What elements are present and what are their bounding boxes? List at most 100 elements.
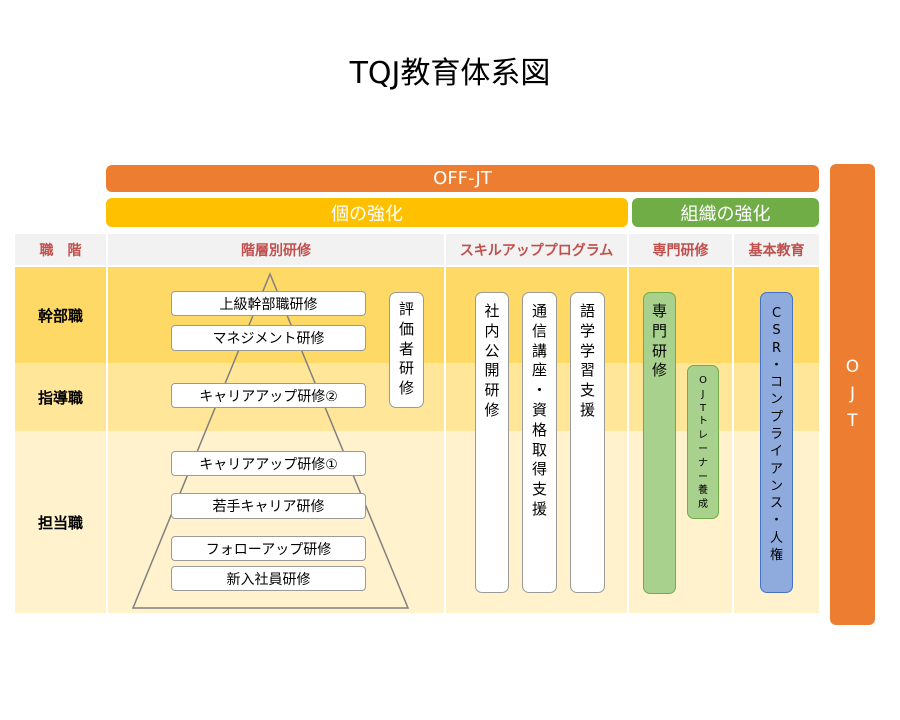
evaluator-char: 者	[398, 339, 414, 358]
training-career-up-1-label: キャリアアップ研修①	[199, 456, 338, 473]
basic-csr-compliance-human-rights-bar: C S R ・ コ ン プ ラ イ ア ン ス ・ 人 権	[760, 292, 793, 593]
ojt-char: J	[849, 383, 855, 404]
language-char: 援	[579, 400, 595, 419]
header-rank-label: 職 階	[39, 242, 82, 259]
header-tiered-training-label: 階層別研修	[241, 242, 311, 259]
correspondence-char: ・	[531, 381, 547, 400]
specialized-char: 研	[651, 341, 667, 360]
header-rank: 職 階	[15, 234, 106, 265]
language-char: 支	[579, 381, 595, 400]
correspondence-char: 援	[531, 499, 547, 518]
page-title: TQJ教育体系図	[349, 56, 551, 91]
ojt-trainer-development-bar: O J T ト レ ー ナ ー 養 成	[687, 365, 719, 519]
compliance-char: コ	[769, 375, 783, 391]
language-char: 学	[579, 341, 595, 360]
training-career-up-2: キャリアアップ研修②	[171, 383, 366, 408]
evaluator-char: 研	[398, 359, 414, 378]
training-young-career-label: 若手キャリア研修	[212, 499, 325, 515]
public-char: 社	[484, 302, 500, 320]
header-basic-education-label: 基本教育	[748, 242, 805, 259]
compliance-char: ・	[769, 357, 783, 373]
column-divider	[732, 267, 734, 613]
correspondence-char: 得	[531, 460, 547, 479]
compliance-char: 権	[769, 547, 783, 563]
training-new-hire: 新入社員研修	[171, 566, 366, 591]
correspondence-char: 資	[531, 400, 547, 419]
correspondence-char: 座	[531, 361, 547, 380]
compliance-char: ・	[769, 513, 783, 529]
correspondence-char: 通	[531, 302, 547, 320]
evaluator-char: 修	[398, 379, 414, 398]
public-char: 研	[484, 381, 500, 400]
public-char: 公	[484, 341, 500, 360]
compliance-char: 人	[769, 530, 783, 546]
training-follow-up: フォローアップ研修	[171, 536, 366, 561]
specialized-training-bar: 専 門 研 修	[643, 292, 676, 594]
compliance-char: R	[771, 340, 782, 356]
ojt-trainer-char: O	[699, 375, 707, 386]
header-specialized-training-label: 専門研修	[652, 242, 709, 259]
organization-strengthening-bar: 組織の強化	[632, 198, 819, 227]
rank-staff: 担当職	[15, 431, 106, 613]
correspondence-char: 支	[531, 480, 547, 499]
correspondence-char: 信	[531, 321, 547, 340]
correspondence-char: 格	[531, 420, 547, 439]
ojt-trainer-char: ト	[698, 416, 708, 428]
ojt-trainer-char: ナ	[698, 457, 708, 469]
compliance-char: S	[772, 323, 781, 339]
off-jt-bar: OFF-JT	[106, 165, 819, 192]
training-evaluator: 評 価 者 研 修	[389, 292, 424, 408]
rank-executive-label: 幹部職	[37, 306, 83, 325]
ojt-trainer-char: ー	[698, 471, 708, 483]
compliance-char: C	[771, 306, 782, 321]
training-management-label: マネジメント研修	[212, 331, 325, 347]
language-char: 語	[579, 302, 595, 320]
rank-leader: 指導職	[15, 363, 106, 431]
column-divider	[444, 267, 446, 613]
training-senior-executive: 上級幹部職研修	[171, 291, 366, 316]
header-skillup-program-label: スキルアッププログラム	[459, 242, 614, 259]
training-young-career: 若手キャリア研修	[171, 493, 366, 519]
specialized-char: 専	[651, 302, 667, 320]
training-career-up-1: キャリアアップ研修①	[171, 451, 366, 476]
header-specialized-training: 専門研修	[629, 234, 732, 265]
ojt-trainer-char: レ	[698, 430, 708, 442]
ojt-trainer-char: 養	[698, 485, 708, 497]
skillup-internal-public-training: 社 内 公 開 研 修	[475, 292, 509, 593]
specialized-char: 門	[651, 321, 667, 340]
rank-executive: 幹部職	[15, 267, 106, 363]
individual-strengthening-bar: 個の強化	[106, 198, 628, 227]
rank-leader-label: 指導職	[37, 388, 83, 407]
evaluator-char: 評	[398, 300, 414, 318]
public-char: 修	[484, 400, 500, 419]
public-char: 開	[484, 361, 500, 380]
off-jt-label: OFF-JT	[433, 168, 492, 189]
rank-staff-label: 担当職	[37, 513, 83, 532]
specialized-char: 修	[651, 361, 667, 380]
column-divider	[627, 267, 629, 613]
ojt-trainer-char: J	[701, 388, 705, 400]
header-skillup-program: スキルアッププログラム	[446, 234, 627, 265]
header-basic-education: 基本教育	[734, 234, 819, 265]
ojt-trainer-char: T	[699, 402, 707, 414]
correspondence-char: 講	[531, 341, 547, 360]
compliance-char: ン	[769, 478, 783, 494]
ojt-trainer-char: 成	[698, 499, 708, 511]
training-new-hire-label: 新入社員研修	[226, 571, 311, 588]
ojt-char: O	[845, 356, 860, 377]
organization-strengthening-label: 組織の強化	[680, 203, 771, 225]
skillup-language-learning: 語 学 学 習 支 援	[570, 292, 605, 593]
language-char: 習	[579, 361, 595, 380]
compliance-char: ス	[769, 496, 783, 512]
correspondence-char: 取	[531, 440, 547, 459]
ojt-char: T	[847, 411, 858, 432]
column-divider	[106, 267, 108, 613]
compliance-char: プ	[769, 409, 783, 425]
skillup-correspondence-qualification: 通 信 講 座 ・ 資 格 取 得 支 援	[522, 292, 557, 593]
ojt-bar: O J T	[830, 164, 875, 625]
individual-strengthening-label: 個の強化	[331, 203, 403, 225]
training-career-up-2-label: キャリアアップ研修②	[199, 388, 338, 405]
compliance-char: イ	[769, 444, 783, 460]
compliance-char: ア	[769, 461, 783, 477]
training-follow-up-label: フォローアップ研修	[205, 541, 332, 558]
